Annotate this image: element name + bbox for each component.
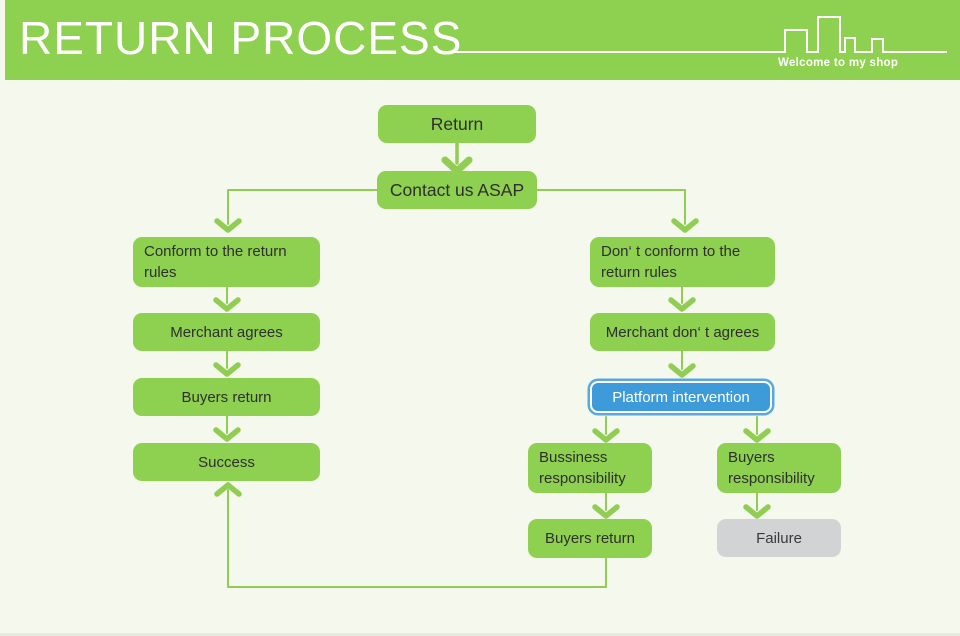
node-buyers-return-right: Buyers return [528,519,652,558]
page-bottom-edge [0,633,960,636]
connector-contact-dont-conform [536,189,699,233]
node-platform-intervention: Platform intervention [590,381,772,413]
node-buyers-responsibility: Buyers responsibility [717,443,841,493]
node-return: Return [378,105,536,143]
node-merchant-agrees: Merchant agrees [133,313,320,351]
node-success: Success [133,443,320,481]
connector-merchant-agrees-buyers-return [213,350,241,377]
connector-bussiness-buyers-return [592,492,620,519]
connector-platform-bussiness [592,416,620,443]
node-contact-us: Contact us ASAP [377,171,537,209]
connector-return-contact [441,141,473,175]
node-failure: Failure [717,519,841,557]
welcome-tagline: Welcome to my shop [778,57,899,69]
connector-conform-merchant-agrees [213,286,241,312]
page-title: RETURN PROCESS [19,12,463,64]
header-banner: RETURN PROCESS Welcome to my shop [5,0,960,80]
node-buyers-return-left: Buyers return [133,378,320,416]
header-decoration [445,16,947,53]
node-merchant-dont-agree: Merchant don‘ t agrees [590,313,775,351]
connector-platform-buyers-resp [743,416,771,443]
node-conform-rules: Conform to the return rules [133,237,320,287]
skyline-icon [445,16,947,53]
connector-contact-conform [214,189,378,233]
connector-buyers-return-success-loop [214,482,607,588]
connector-merchant-dont-platform [668,350,696,378]
node-dont-conform-rules: Don‘ t conform to the return rules [590,237,775,287]
flowchart-canvas: Return Contact us ASAP Conform to the re… [0,80,960,636]
connector-dont-conform-merchant-dont [668,286,696,312]
flow-connectors [213,141,771,588]
connector-buyers-resp-failure [743,492,771,519]
connector-buyers-return-success [213,415,241,442]
node-bussiness-responsibility: Bussiness responsibility [528,443,652,493]
